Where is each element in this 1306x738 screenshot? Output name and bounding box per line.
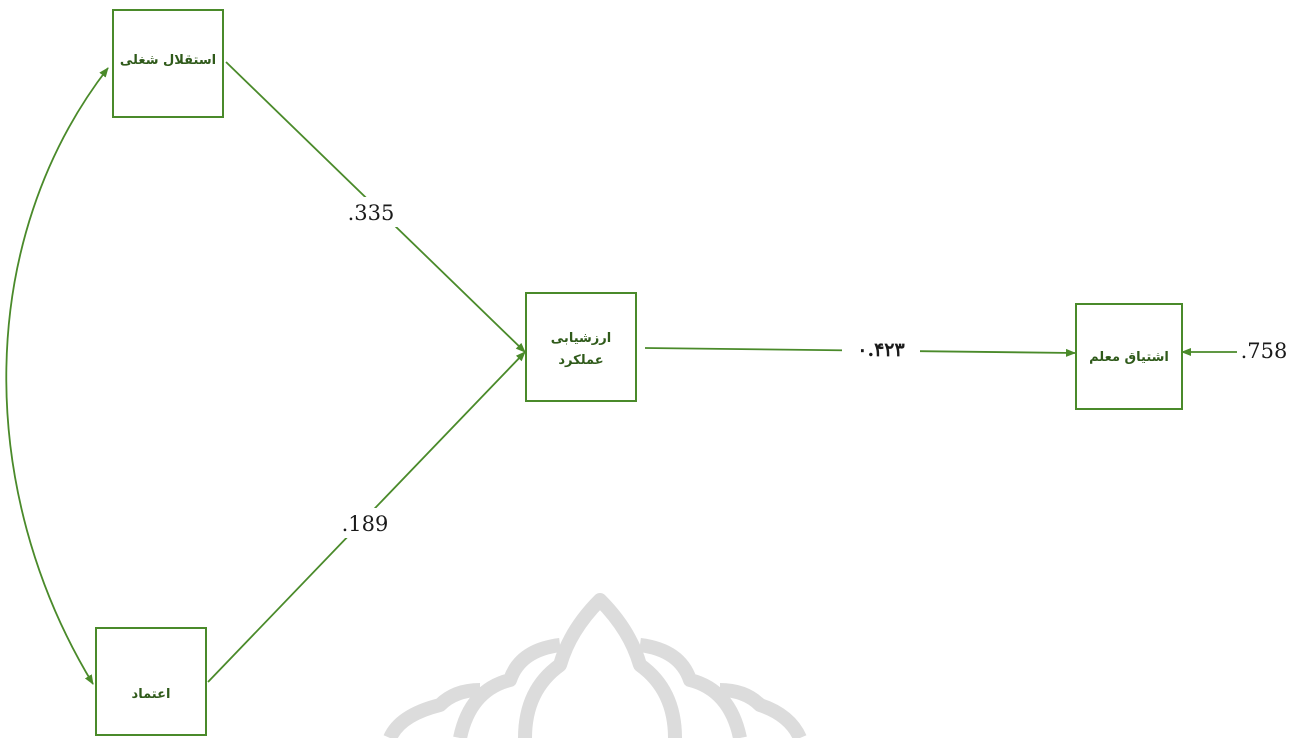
coef-trust-evaluation: .189	[342, 512, 389, 536]
node-performance-evaluation-label-line2: عملکرد	[558, 353, 603, 368]
coef-evaluation-engagement: ۰.۴۲۳	[857, 339, 905, 361]
covariance-arc	[5, 67, 109, 685]
node-trust: اعتماد	[95, 627, 207, 736]
star-ornament-watermark-icon	[383, 593, 807, 738]
node-job-independence: استقلال شغلی	[112, 9, 224, 118]
coef-engagement-error: .758	[1241, 339, 1288, 363]
node-performance-evaluation-label-line1: ارزشیابی	[551, 331, 611, 346]
node-job-independence-label: استقلال شغلی	[120, 53, 216, 68]
coef-independence-evaluation: .335	[348, 201, 395, 225]
node-teacher-engagement-label: اشتیاق معلم	[1089, 350, 1169, 365]
node-performance-evaluation: ارزشیابی عملکرد	[525, 292, 637, 402]
node-teacher-engagement: اشتیاق معلم	[1075, 303, 1183, 410]
node-trust-label: اعتماد	[132, 687, 171, 702]
